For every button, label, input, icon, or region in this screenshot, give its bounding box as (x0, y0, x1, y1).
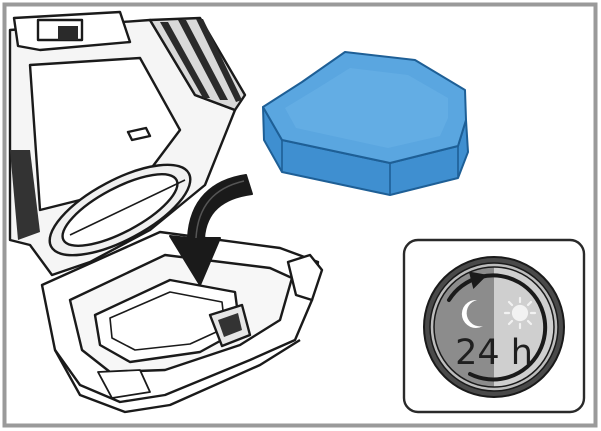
base-tray (40, 230, 324, 414)
moon-icon (461, 299, 483, 328)
timer-badge: 24 h (402, 238, 586, 414)
filter-pad (262, 51, 469, 196)
robot-body (8, 10, 247, 277)
clockwise-arrow-icon (447, 271, 548, 382)
timer-label: 24 h (455, 333, 533, 373)
sun-icon (503, 296, 537, 330)
curved-arrow (169, 174, 253, 286)
